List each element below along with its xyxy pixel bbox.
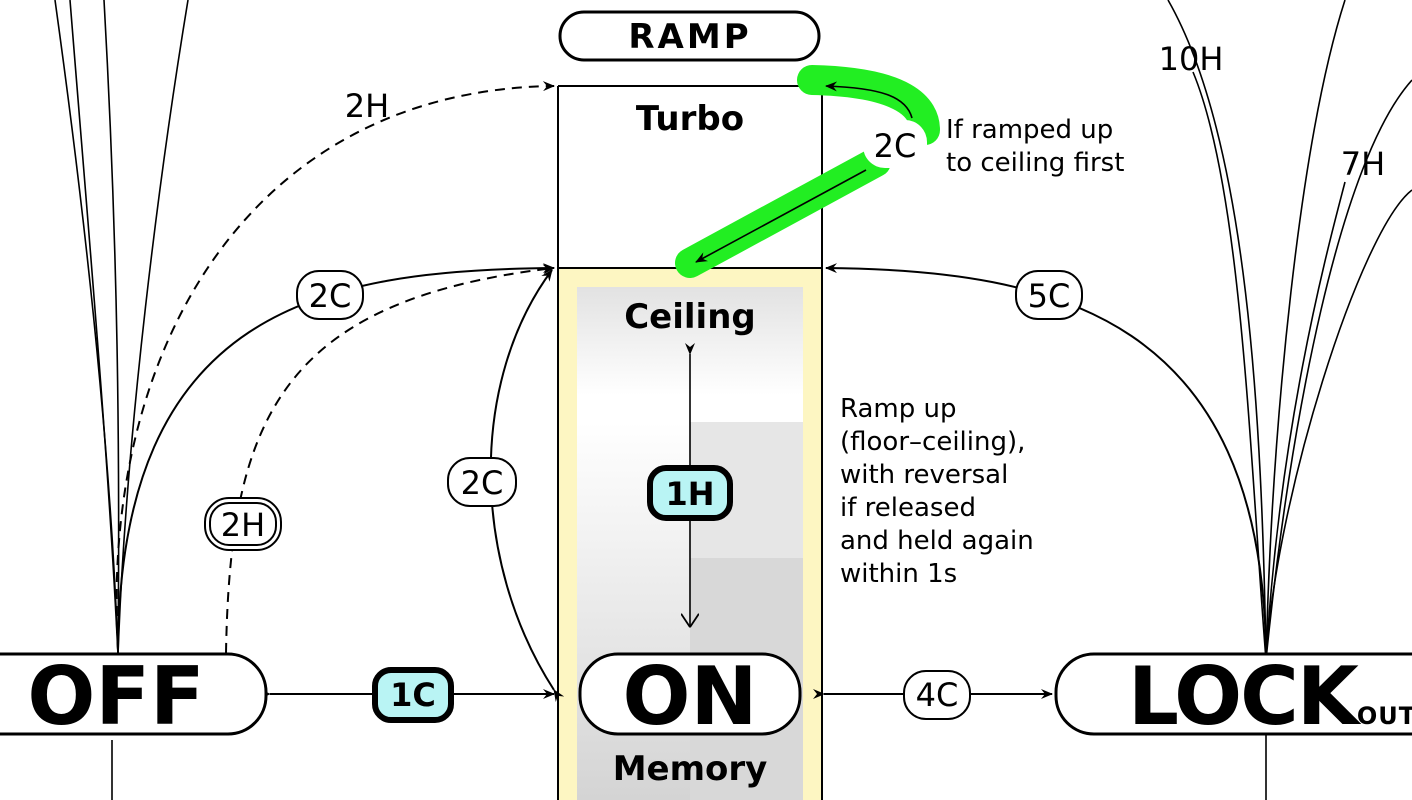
ramp-note: Ramp up (floor–ceiling), with reversal i…	[840, 394, 1042, 589]
edge-off-up-b	[117, 0, 189, 656]
edge-turbo-to-ceiling	[695, 169, 867, 263]
edge-chip-hold-ramp: 1H	[647, 465, 733, 521]
turbo-note-line: If ramped up	[946, 115, 1113, 145]
edge-off-to-ceiling-2h	[225, 264, 555, 654]
ramp-note-line: and held again	[840, 526, 1034, 556]
edge-off-to-ceiling-2c	[117, 263, 555, 651]
edge-chip-off-on: 1C	[372, 667, 454, 723]
svg-text:2C: 2C	[461, 464, 504, 502]
svg-text:2H: 2H	[221, 506, 265, 544]
edge-off-up-d	[103, 0, 120, 656]
edge-chip-off-to-ceiling: 2C	[296, 270, 364, 320]
edge-lock-up-left	[1167, 0, 1267, 661]
memory-label: Memory	[613, 749, 768, 789]
state-lockout-sub: OUT	[1357, 702, 1412, 730]
edge-off-to-turbo	[115, 81, 555, 651]
edge-off-up-c	[69, 0, 119, 656]
state-off-label: OFF	[27, 650, 204, 743]
edge-lock-up-right-a	[1265, 79, 1412, 661]
edge-turbo-loop	[825, 81, 913, 119]
state-on-label: ON	[623, 650, 758, 743]
edge-chip-lock-to-ceiling: 5C	[1015, 270, 1083, 320]
state-lockout-label: LOCKOUT	[1128, 650, 1412, 743]
svg-text:4C: 4C	[916, 676, 959, 714]
edge-lock-up-right-b	[1265, 189, 1412, 661]
ceiling-label: Ceiling	[624, 297, 756, 337]
svg-text:2C: 2C	[874, 127, 917, 165]
turbo-label: Turbo	[636, 99, 744, 139]
svg-text:1H: 1H	[665, 475, 714, 513]
turbo-note: If ramped up to ceiling first	[946, 115, 1124, 178]
ramp-note-line: within 1s	[840, 559, 957, 589]
svg-text:5C: 5C	[1028, 277, 1071, 315]
edge-label-off-to-turbo: 2H	[345, 87, 389, 125]
turbo-note-line: to ceiling first	[946, 148, 1124, 178]
edge-chip-on-lock: 4C	[903, 670, 971, 720]
state-lockout-main: LOCK	[1128, 650, 1362, 743]
ramp-note-line: with reversal	[840, 460, 1008, 490]
edge-lock-up-7h-a	[1265, 0, 1346, 661]
svg-text:2C: 2C	[309, 277, 352, 315]
state-on: ON	[578, 650, 802, 743]
ramp-title-label: RAMP	[628, 17, 751, 57]
edge-lock-up-7h-b	[1265, 181, 1346, 661]
edge-chip-on-to-ceiling: 2C	[447, 457, 517, 507]
edge-chip-turbo-to-ceiling: 2C	[863, 120, 927, 168]
ramp-note-line: Ramp up	[840, 394, 957, 424]
state-off: OFF	[0, 650, 268, 743]
svg-text:1C: 1C	[390, 676, 436, 714]
edge-lock-to-ceiling	[825, 263, 1267, 651]
edge-lock-up-10h	[1192, 71, 1267, 661]
ramp-note-line: (floor–ceiling),	[840, 427, 1025, 457]
edge-label-lock-10h: 10H	[1159, 40, 1224, 78]
ramp-title: RAMP	[558, 10, 821, 62]
edge-chip-off-to-ceiling-hold: 2H	[204, 497, 282, 551]
turbo-ceiling-highlight	[675, 65, 940, 278]
edge-label-lock-7h: 7H	[1341, 145, 1385, 183]
state-lockout: LOCKOUT	[1054, 650, 1412, 743]
ramp-note-line: if released	[840, 493, 976, 523]
